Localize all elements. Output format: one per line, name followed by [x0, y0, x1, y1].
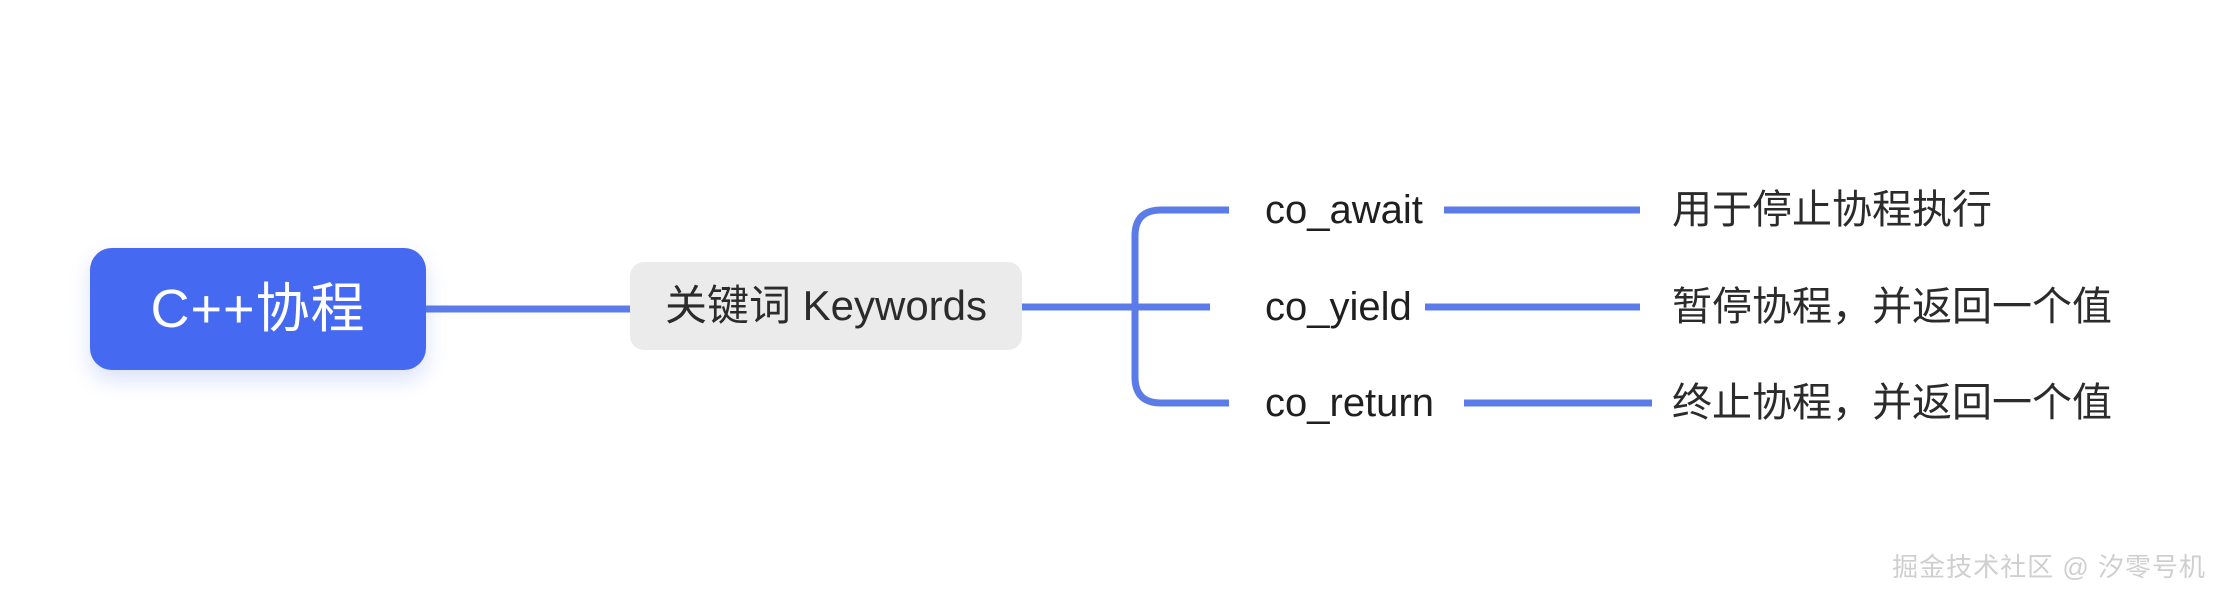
mindmap-leaf-keyword-co-return[interactable]: co_return — [1265, 381, 1434, 425]
mindmap-branch-label: 关键词 Keywords — [664, 282, 988, 329]
mindmap-root-node[interactable]: C++协程 — [90, 248, 426, 370]
mindmap-leaf-description-co-await: 用于停止协程执行 — [1672, 188, 1992, 232]
connector-trunk-to-leaf-3 — [1131, 307, 1229, 407]
mindmap-leaf-keyword-co-yield[interactable]: co_yield — [1265, 285, 1412, 329]
watermark-text: 掘金技术社区 @ 汐零号机 — [1892, 552, 2206, 582]
mindmap-branch-node-keywords[interactable]: 关键词 Keywords — [630, 262, 1022, 350]
mindmap-leaf-keyword-co-await[interactable]: co_await — [1265, 188, 1423, 232]
mindmap-leaf-description-co-yield: 暂停协程，并返回一个值 — [1672, 285, 2112, 329]
mindmap-leaf-description-co-return: 终止协程，并返回一个值 — [1672, 381, 2112, 425]
connector-trunk-to-leaf-1 — [1131, 206, 1229, 307]
mindmap-root-label: C++协程 — [150, 279, 366, 339]
